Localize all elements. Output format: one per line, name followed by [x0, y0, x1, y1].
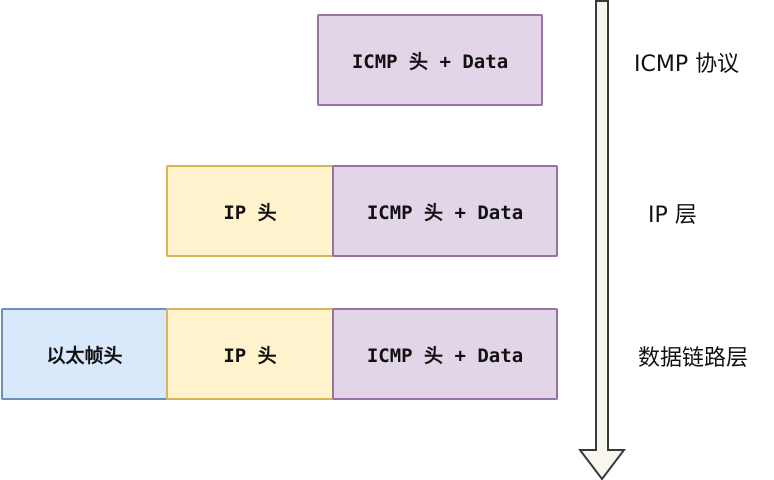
row3-ip-header-block: IP 头 — [166, 308, 334, 400]
row3-icmp-header-data-block: ICMP 头 + Data — [332, 308, 558, 400]
row2-ip-header-block: IP 头 — [166, 165, 334, 257]
row3-ethernet-header-block: 以太帧头 — [1, 308, 168, 400]
row2-icmp-header-data-block: ICMP 头 + Data — [332, 165, 558, 257]
layer-label-icmp: ICMP 协议 — [634, 52, 740, 77]
layer-label-data-link: 数据链路层 — [638, 346, 749, 371]
layer-label-ip: IP 层 — [648, 203, 697, 228]
row1-icmp-header-data-block: ICMP 头 + Data — [317, 14, 543, 106]
down-arrow-shape — [578, 0, 626, 480]
down-arrow-icon — [578, 0, 626, 480]
